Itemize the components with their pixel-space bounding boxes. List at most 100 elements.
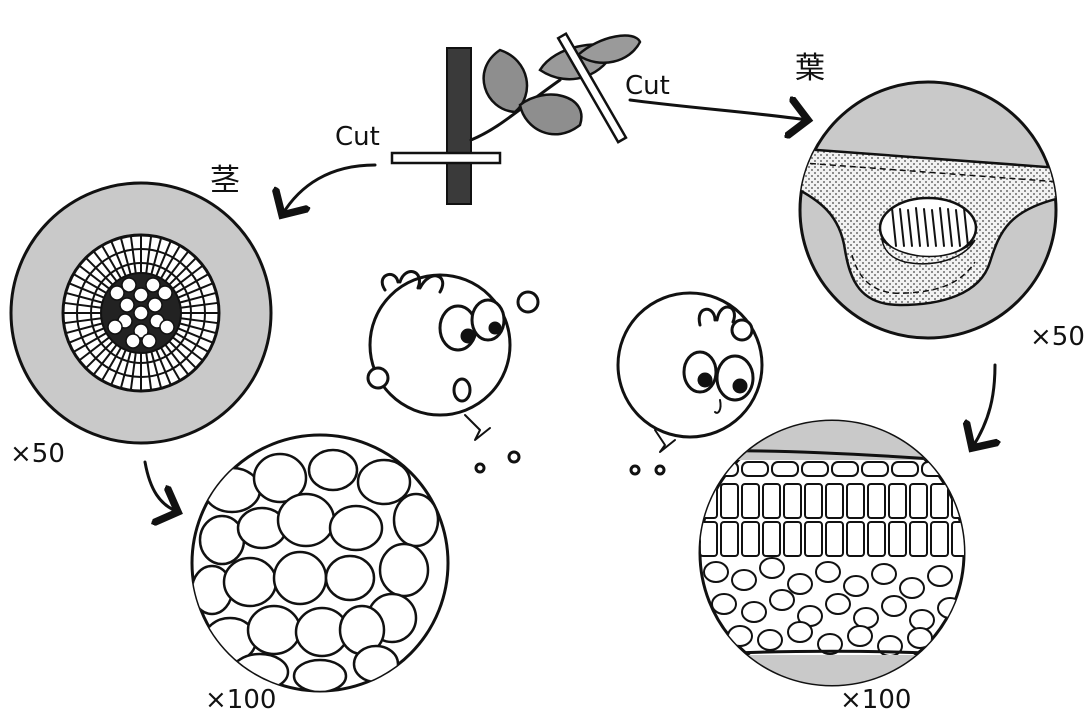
spongy-cell <box>788 622 812 642</box>
palisade-cell <box>931 522 948 556</box>
leaf-mag-high-label: ×100 <box>840 685 911 712</box>
cartoon-observer-left <box>368 272 538 472</box>
palisade-cell <box>721 484 738 518</box>
leaf-kanji-label: 葉 <box>795 51 825 86</box>
leaf-mag-low-label: ×50 <box>1030 322 1085 352</box>
arrow-to-leaf-section <box>630 100 808 120</box>
stem-core-cell <box>148 298 162 312</box>
palisade-cell <box>826 522 843 556</box>
palisade-cell <box>847 522 864 556</box>
spongy-cell <box>732 570 756 590</box>
palisade-cell <box>742 522 759 556</box>
stem-core-cell <box>122 278 136 292</box>
leaf-shape-1 <box>484 50 527 112</box>
palisade-cell <box>805 484 822 518</box>
epidermis-cell <box>892 462 918 476</box>
leaf-shape-4 <box>578 36 640 63</box>
stem-cell <box>278 494 334 546</box>
palisade-cell <box>889 484 906 518</box>
stem-cut-mark <box>392 153 500 163</box>
stem-cell <box>394 494 438 546</box>
spongy-cell <box>928 566 952 586</box>
spongy-cell <box>816 562 840 582</box>
stem-core-cell <box>134 288 148 302</box>
arrow-leaf-zoom <box>972 365 995 448</box>
leaf-shape-2 <box>520 95 581 135</box>
stem-cell <box>248 606 300 654</box>
epidermis-cell <box>742 462 768 476</box>
leaf-section-low-mag <box>790 82 1060 338</box>
palisade-cell <box>868 522 885 556</box>
palisade-cell <box>721 522 738 556</box>
palisade-cell <box>826 484 843 518</box>
arrow-to-stem-section <box>282 165 375 215</box>
spongy-cell <box>900 578 924 598</box>
epidermis-cell <box>952 462 978 476</box>
palisade-cell <box>763 484 780 518</box>
spongy-cell <box>882 596 906 616</box>
spongy-cell <box>848 626 872 646</box>
palisade-cell <box>742 484 759 518</box>
spongy-cell <box>704 562 728 582</box>
stem-cell <box>294 660 346 692</box>
spongy-cell <box>788 574 812 594</box>
plant-illustration <box>392 34 640 204</box>
stem-core-cell <box>108 320 122 334</box>
spongy-cell <box>910 610 934 630</box>
leaf-cut-label: Cut <box>625 71 670 101</box>
stem-core-cell <box>120 298 134 312</box>
stem-section-high-mag <box>192 435 448 692</box>
stem-mag-low-label: ×50 <box>10 439 65 469</box>
spongy-cell <box>742 602 766 622</box>
palisade-cell <box>910 484 927 518</box>
stem-cut-label: Cut <box>335 122 380 152</box>
stem-cell <box>380 544 428 596</box>
stem-mag-high-label: ×100 <box>205 685 276 712</box>
stem-cell <box>274 552 326 604</box>
spongy-cell <box>712 594 736 614</box>
stem-kanji-label: 茎 <box>210 163 240 198</box>
stem-cell <box>224 558 276 606</box>
arrow-stem-zoom <box>145 462 178 512</box>
palisade-cell <box>910 522 927 556</box>
stem-cell <box>204 468 260 512</box>
epidermis-cell <box>772 462 798 476</box>
stem-core-cell <box>126 334 140 348</box>
epidermis-cell <box>832 462 858 476</box>
palisade-cell <box>952 522 969 556</box>
stem-cell <box>358 460 410 504</box>
leaf-section-high-mag <box>695 415 978 695</box>
stem-core-cell <box>134 306 148 320</box>
spongy-cell <box>826 594 850 614</box>
palisade-cell <box>889 522 906 556</box>
spongy-cell <box>854 608 878 628</box>
palisade-cell <box>931 484 948 518</box>
palisade-cell <box>784 484 801 518</box>
palisade-cell <box>784 522 801 556</box>
stem-cell <box>354 646 398 682</box>
epidermis-cell <box>802 462 828 476</box>
epidermis-cell <box>862 462 888 476</box>
stem-core-cell <box>160 320 174 334</box>
stem-shape <box>447 48 471 204</box>
palisade-cell <box>805 522 822 556</box>
spongy-cell <box>872 564 896 584</box>
palisade-cell <box>847 484 864 518</box>
stem-cell <box>330 506 382 550</box>
spongy-cell <box>760 558 784 578</box>
stem-cell <box>309 450 357 490</box>
spongy-cell <box>844 576 868 596</box>
palisade-cell <box>763 522 780 556</box>
stem-core-cell <box>146 278 160 292</box>
stem-core-cell <box>142 334 156 348</box>
palisade-cell <box>700 484 717 518</box>
spongy-cell <box>758 630 782 650</box>
stem-cell <box>326 556 374 600</box>
palisade-cell <box>868 484 885 518</box>
stem-section-low-mag <box>11 183 271 443</box>
cartoon-observer-right <box>618 293 762 474</box>
spongy-cell <box>770 590 794 610</box>
spongy-cell <box>728 626 752 646</box>
